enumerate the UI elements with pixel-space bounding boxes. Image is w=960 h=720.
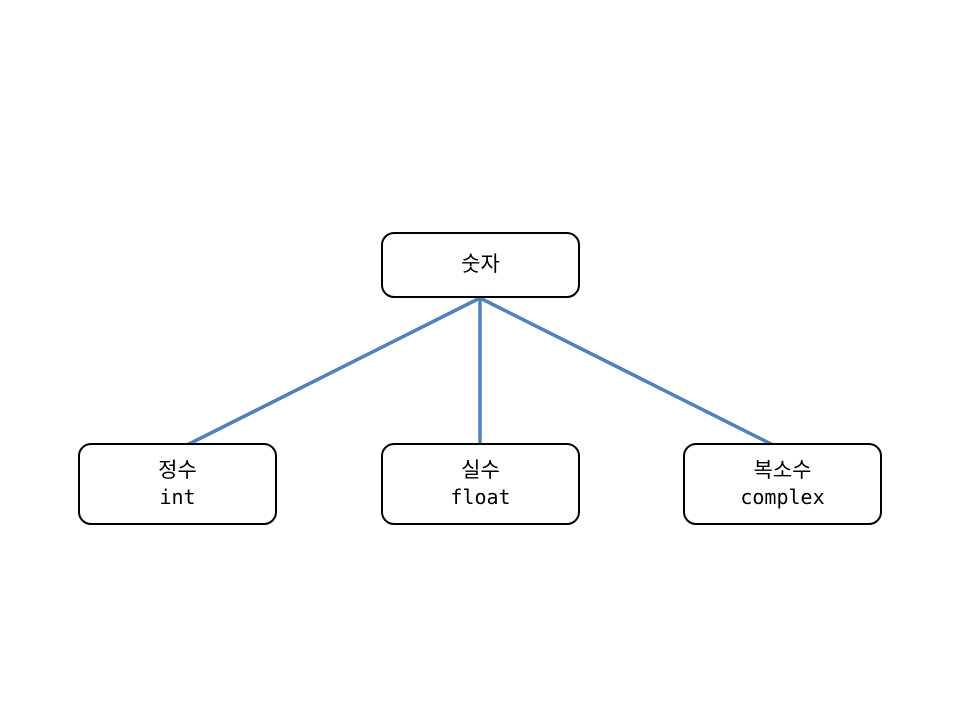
node-int-label: 정수 — [158, 459, 197, 483]
node-root-label: 숫자 — [461, 252, 500, 276]
node-root: 숫자 — [381, 232, 580, 298]
node-complex: 복소수 complex — [683, 443, 882, 525]
node-complex-code: complex — [740, 484, 825, 509]
node-int-code: int — [159, 484, 196, 509]
connector-root-to-complex — [479, 296, 778, 449]
node-float-label: 실수 — [461, 459, 500, 483]
connector-root-to-int — [182, 296, 481, 449]
node-float: 실수 float — [381, 443, 580, 525]
node-float-code: float — [450, 484, 511, 509]
node-complex-label: 복소수 — [753, 459, 812, 483]
node-int: 정수 int — [78, 443, 277, 525]
